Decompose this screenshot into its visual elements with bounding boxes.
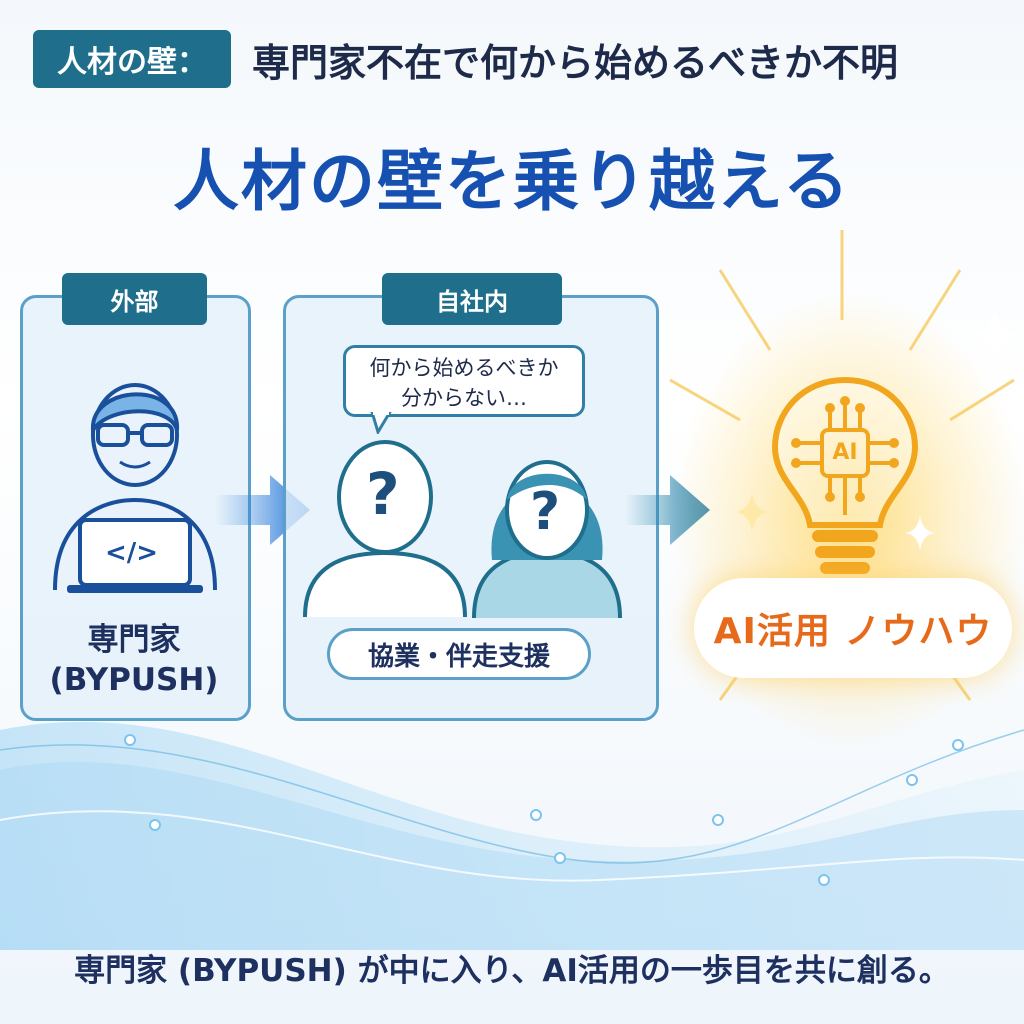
question-mark-2: ? [530,482,561,542]
collaboration-pill: 協業・伴走支援 [327,628,591,680]
laptop-icon [67,518,203,593]
ai-chip-label: AI [832,440,858,465]
background-waves [0,721,1024,950]
footer-text: 専門家 (BYPUSH) が中に入り、AI活用の一歩目を共に創る。 [74,953,950,989]
sparkle-icon [970,305,1020,365]
code-symbol: </> [105,538,159,568]
expert-label-line1: 専門家 [87,622,181,658]
speech-line1: 何から始めるべきか [369,356,559,380]
question-mark-1: ? [366,460,400,528]
sparkle-icon [905,515,935,551]
header-subtitle: 専門家不在で何から始めるべきか不明 [252,41,899,85]
sparkle-icon [735,491,769,533]
external-tab: 外部 [62,273,207,325]
lightbulb-ai-icon [771,376,919,574]
speech-tail [370,412,392,434]
page-title: 人材の壁を乗り越える [172,143,852,220]
speech-line2: 分からない… [401,386,527,410]
ai-knowhow-label: AI活用 ノウハウ [694,578,1012,678]
header-badge: 人材の壁： [33,30,231,88]
person-question-icon [303,440,467,618]
expert-label-line2: (BYPUSH) [49,662,219,698]
internal-tab: 自社内 [382,273,562,325]
person-question-icon [472,460,622,619]
speech-bubble: 何から始めるべきか 分からない… [343,345,585,417]
